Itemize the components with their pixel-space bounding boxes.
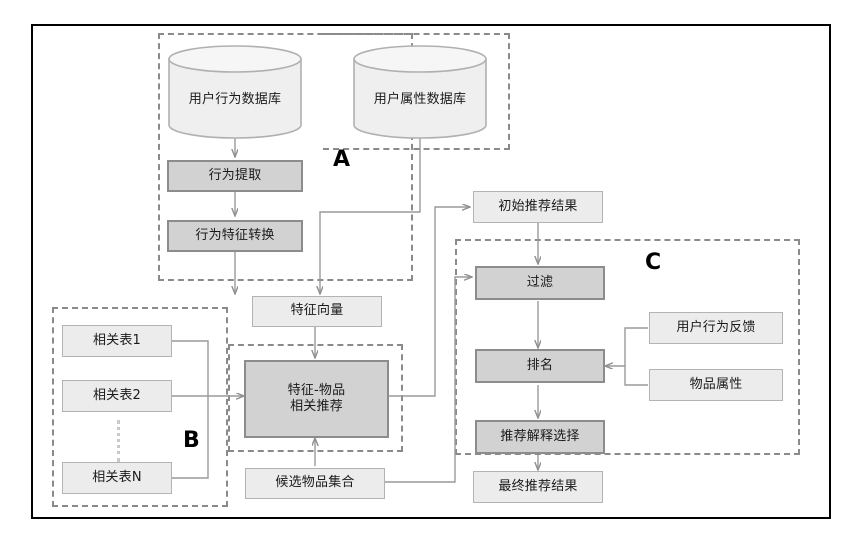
node-feature-item-recommend-line1: 特征-物品 [287,382,346,398]
node-feature-item-recommend[interactable]: 特征-物品 相关推荐 [244,360,389,438]
cylinder-shape [353,45,487,139]
node-feature-item-recommend-line2: 相关推荐 [290,399,343,414]
node-relation-table-n[interactable]: 相关表N [62,462,172,494]
group-label-a: A [333,147,351,172]
db-user-behavior-label: 用户行为数据库 [188,91,282,107]
node-user-behavior-feedback[interactable]: 用户行为反馈 [649,312,783,344]
node-filter[interactable]: 过滤 [475,266,605,300]
node-relation-table-1[interactable]: 相关表1 [62,325,172,357]
node-item-attribute[interactable]: 物品属性 [649,369,783,401]
node-ranking[interactable]: 排名 [475,349,605,383]
relation-tables-ellipsis [117,420,123,462]
group-region-b [52,307,228,507]
db-user-attribute[interactable]: 用户属性数据库 [352,45,488,139]
node-behavior-feature-transform[interactable]: 行为特征转换 [167,220,303,252]
node-relation-table-2[interactable]: 相关表2 [62,380,172,412]
node-candidate-item-set[interactable]: 候选物品集合 [245,468,385,499]
db-user-attribute-label: 用户属性数据库 [373,91,467,107]
node-behavior-extraction[interactable]: 行为提取 [167,160,303,192]
group-label-b: B [183,428,200,453]
node-feature-vector[interactable]: 特征向量 [252,296,382,327]
cylinder-shape [168,45,302,139]
node-explanation-selection[interactable]: 推荐解释选择 [475,420,605,454]
node-initial-recommendation[interactable]: 初始推荐结果 [473,191,603,223]
group-label-c: C [645,250,662,275]
db-user-behavior[interactable]: 用户行为数据库 [167,45,303,139]
node-final-recommendation[interactable]: 最终推荐结果 [473,471,603,503]
